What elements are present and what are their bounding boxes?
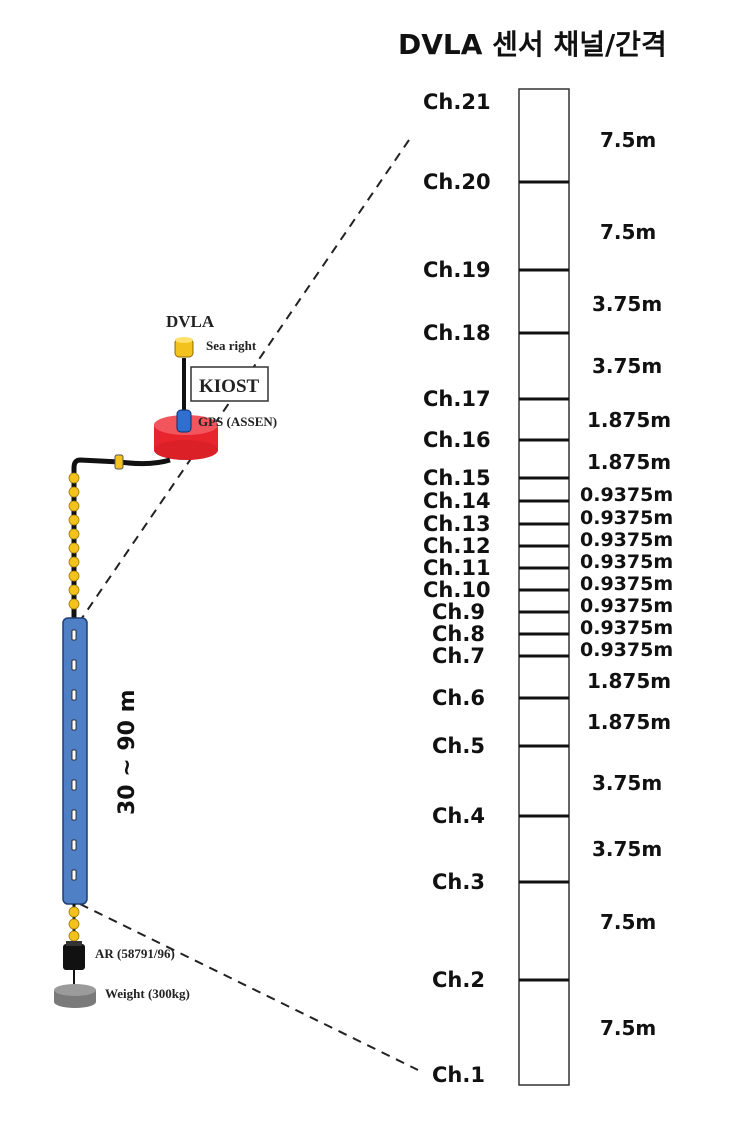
dvla-label: DVLA bbox=[166, 312, 215, 331]
hydrophone-icon bbox=[71, 869, 77, 881]
channel-label-ch-20: Ch.20 bbox=[423, 170, 491, 194]
spacing-label: 0.9375m bbox=[580, 529, 673, 551]
spacing-label: 3.75m bbox=[592, 837, 662, 861]
dvla-antenna-icon bbox=[174, 337, 194, 358]
weight-icon bbox=[54, 984, 96, 1008]
channel-label-ch-5: Ch.5 bbox=[432, 734, 485, 758]
spacing-label: 1.875m bbox=[587, 408, 671, 432]
float-bead bbox=[68, 542, 80, 554]
gps-label: GPS (ASSEN) bbox=[198, 414, 277, 429]
sea-right-label: Sea right bbox=[206, 338, 257, 353]
hydrophone-icon bbox=[71, 839, 77, 851]
float-bead bbox=[68, 472, 80, 484]
hydrophone-icon bbox=[71, 689, 77, 701]
channel-label-ch-1: Ch.1 bbox=[432, 1063, 485, 1087]
hydrophone-icon bbox=[71, 629, 77, 641]
float-bead bbox=[68, 918, 80, 930]
array-range-label: 30 ~ 90 m bbox=[115, 689, 140, 815]
channel-label-ch-2: Ch.2 bbox=[432, 968, 485, 992]
spacing-label: 7.5m bbox=[600, 910, 656, 934]
channel-column bbox=[518, 88, 570, 1086]
spacing-label: 0.9375m bbox=[580, 573, 673, 595]
channel-label-ch-8: Ch.8 bbox=[432, 622, 485, 646]
channel-label-ch-9: Ch.9 bbox=[432, 600, 485, 624]
mooring-cable bbox=[71, 457, 171, 618]
float-chain-top bbox=[68, 472, 80, 610]
channel-label-ch-18: Ch.18 bbox=[423, 321, 491, 345]
acoustic-release-icon bbox=[63, 941, 85, 970]
channel-label-ch-17: Ch.17 bbox=[423, 387, 491, 411]
spacing-label: 0.9375m bbox=[580, 595, 673, 617]
channel-label-ch-16: Ch.16 bbox=[423, 428, 491, 452]
float-bead bbox=[68, 930, 80, 942]
float-bead bbox=[68, 556, 80, 568]
spacing-label: 7.5m bbox=[600, 220, 656, 244]
float-bead bbox=[68, 486, 80, 498]
hydrophone-icon bbox=[71, 779, 77, 791]
array-sensors bbox=[71, 629, 77, 881]
cable-connector bbox=[114, 454, 124, 470]
spacing-label: 1.875m bbox=[587, 710, 671, 734]
hydrophone-icon bbox=[71, 809, 77, 821]
kiost-box bbox=[190, 366, 269, 402]
diagram-title: DVLA 센서 채널/간격 bbox=[398, 28, 667, 61]
float-bead bbox=[68, 514, 80, 526]
spacing-label: 0.9375m bbox=[580, 639, 673, 661]
float-bead bbox=[68, 906, 80, 918]
spacing-label: 0.9375m bbox=[580, 551, 673, 573]
channel-label-ch-13: Ch.13 bbox=[423, 512, 491, 536]
float-bead bbox=[68, 528, 80, 540]
spacing-label: 0.9375m bbox=[580, 507, 673, 529]
channel-label-ch-14: Ch.14 bbox=[423, 489, 491, 513]
float-bead bbox=[68, 584, 80, 596]
gps-unit-icon bbox=[176, 409, 192, 433]
spacing-label: 0.9375m bbox=[580, 617, 673, 639]
channel-label-ch-19: Ch.19 bbox=[423, 258, 491, 282]
hydrophone-icon bbox=[71, 749, 77, 761]
channel-label-ch-10: Ch.10 bbox=[423, 578, 491, 602]
channel-ticks bbox=[519, 180, 569, 982]
spacing-label: 3.75m bbox=[592, 771, 662, 795]
spacing-label: 1.875m bbox=[587, 669, 671, 693]
channel-label-ch-11: Ch.11 bbox=[423, 556, 491, 580]
spacing-label: 7.5m bbox=[600, 128, 656, 152]
channel-label-ch-3: Ch.3 bbox=[432, 870, 485, 894]
channel-label-ch-6: Ch.6 bbox=[432, 686, 485, 710]
float-bead bbox=[68, 598, 80, 610]
channel-labels: Ch.1Ch.2Ch.3Ch.4Ch.5Ch.6Ch.7Ch.8Ch.9Ch.1… bbox=[423, 90, 491, 1087]
spacing-label: 3.75m bbox=[592, 354, 662, 378]
spacing-label: 7.5m bbox=[600, 1016, 656, 1040]
float-bead bbox=[68, 570, 80, 582]
weight-label: Weight (300kg) bbox=[105, 986, 190, 1001]
ar-label: AR (58791/96) bbox=[95, 946, 175, 961]
spacing-label: 0.9375m bbox=[580, 484, 673, 506]
channel-label-ch-12: Ch.12 bbox=[423, 534, 491, 558]
hydrophone-icon bbox=[71, 719, 77, 731]
hydrophone-icon bbox=[71, 659, 77, 671]
spacing-labels: 7.5m7.5m3.75m3.75m1.875m1.875m0.9375m0.9… bbox=[580, 128, 673, 1040]
spacing-label: 3.75m bbox=[592, 292, 662, 316]
float-bead bbox=[68, 500, 80, 512]
channel-label-ch-15: Ch.15 bbox=[423, 466, 491, 490]
channel-label-ch-21: Ch.21 bbox=[423, 90, 491, 114]
float-chain-bottom bbox=[68, 906, 80, 942]
channel-label-ch-7: Ch.7 bbox=[432, 644, 485, 668]
kiost-label: KIOST bbox=[199, 376, 260, 397]
spacing-label: 1.875m bbox=[587, 450, 671, 474]
channel-label-ch-4: Ch.4 bbox=[432, 804, 485, 828]
